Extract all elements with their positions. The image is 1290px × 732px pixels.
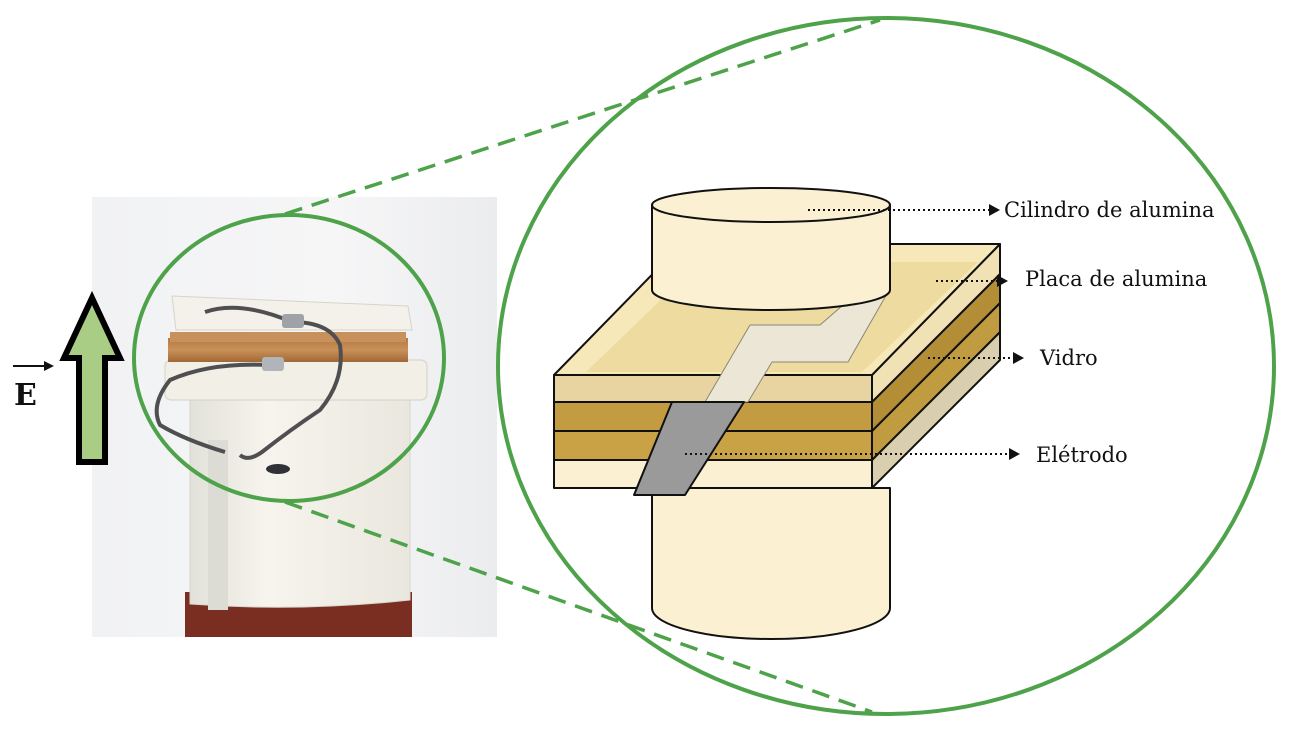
zoom-line-bottom xyxy=(284,500,873,714)
schematic xyxy=(553,187,1001,640)
leader-electrode-head xyxy=(1009,448,1020,460)
photo-zoom-circle xyxy=(132,213,446,503)
leader-glass-head xyxy=(1013,352,1024,364)
zoom-connectors xyxy=(284,18,881,714)
photo-ceramic-collar xyxy=(164,359,428,401)
photo-wire-1 xyxy=(204,305,343,460)
photo-wire-2 xyxy=(154,362,271,454)
vector-bar-head xyxy=(44,361,54,371)
label-cylinder: Cilindro de alumina xyxy=(1004,198,1215,222)
sample-photo xyxy=(92,197,497,637)
photo-clip-2 xyxy=(262,357,284,371)
zoom-line-top xyxy=(284,18,881,216)
label-plate: Placa de alumina xyxy=(1025,267,1207,291)
field-symbol: E xyxy=(14,378,37,413)
label-glass: Vidro xyxy=(1039,346,1098,370)
layer-bottom-plate-front xyxy=(553,459,873,489)
lower-cylinder xyxy=(651,487,891,640)
photo-clip-1 xyxy=(282,314,304,328)
electrode-tail xyxy=(633,401,745,496)
leader-cylinder-head xyxy=(989,204,1000,216)
zoom-circle xyxy=(496,16,1276,716)
upper-cylinder-body xyxy=(651,204,891,311)
upper-cylinder-top xyxy=(651,187,891,223)
labels: Cilindro de alumina Placa de alumina Vid… xyxy=(685,198,1215,467)
electric-field-indicator: E xyxy=(13,290,125,465)
photo-top-block xyxy=(171,295,413,331)
leader-plate-head xyxy=(997,275,1008,287)
photo-ceramic-groove xyxy=(208,440,228,610)
photo-mark xyxy=(266,464,290,474)
field-arrow-icon xyxy=(59,290,125,465)
label-electrode: Elétrodo xyxy=(1036,443,1128,467)
photo-plate-upper xyxy=(170,332,406,342)
